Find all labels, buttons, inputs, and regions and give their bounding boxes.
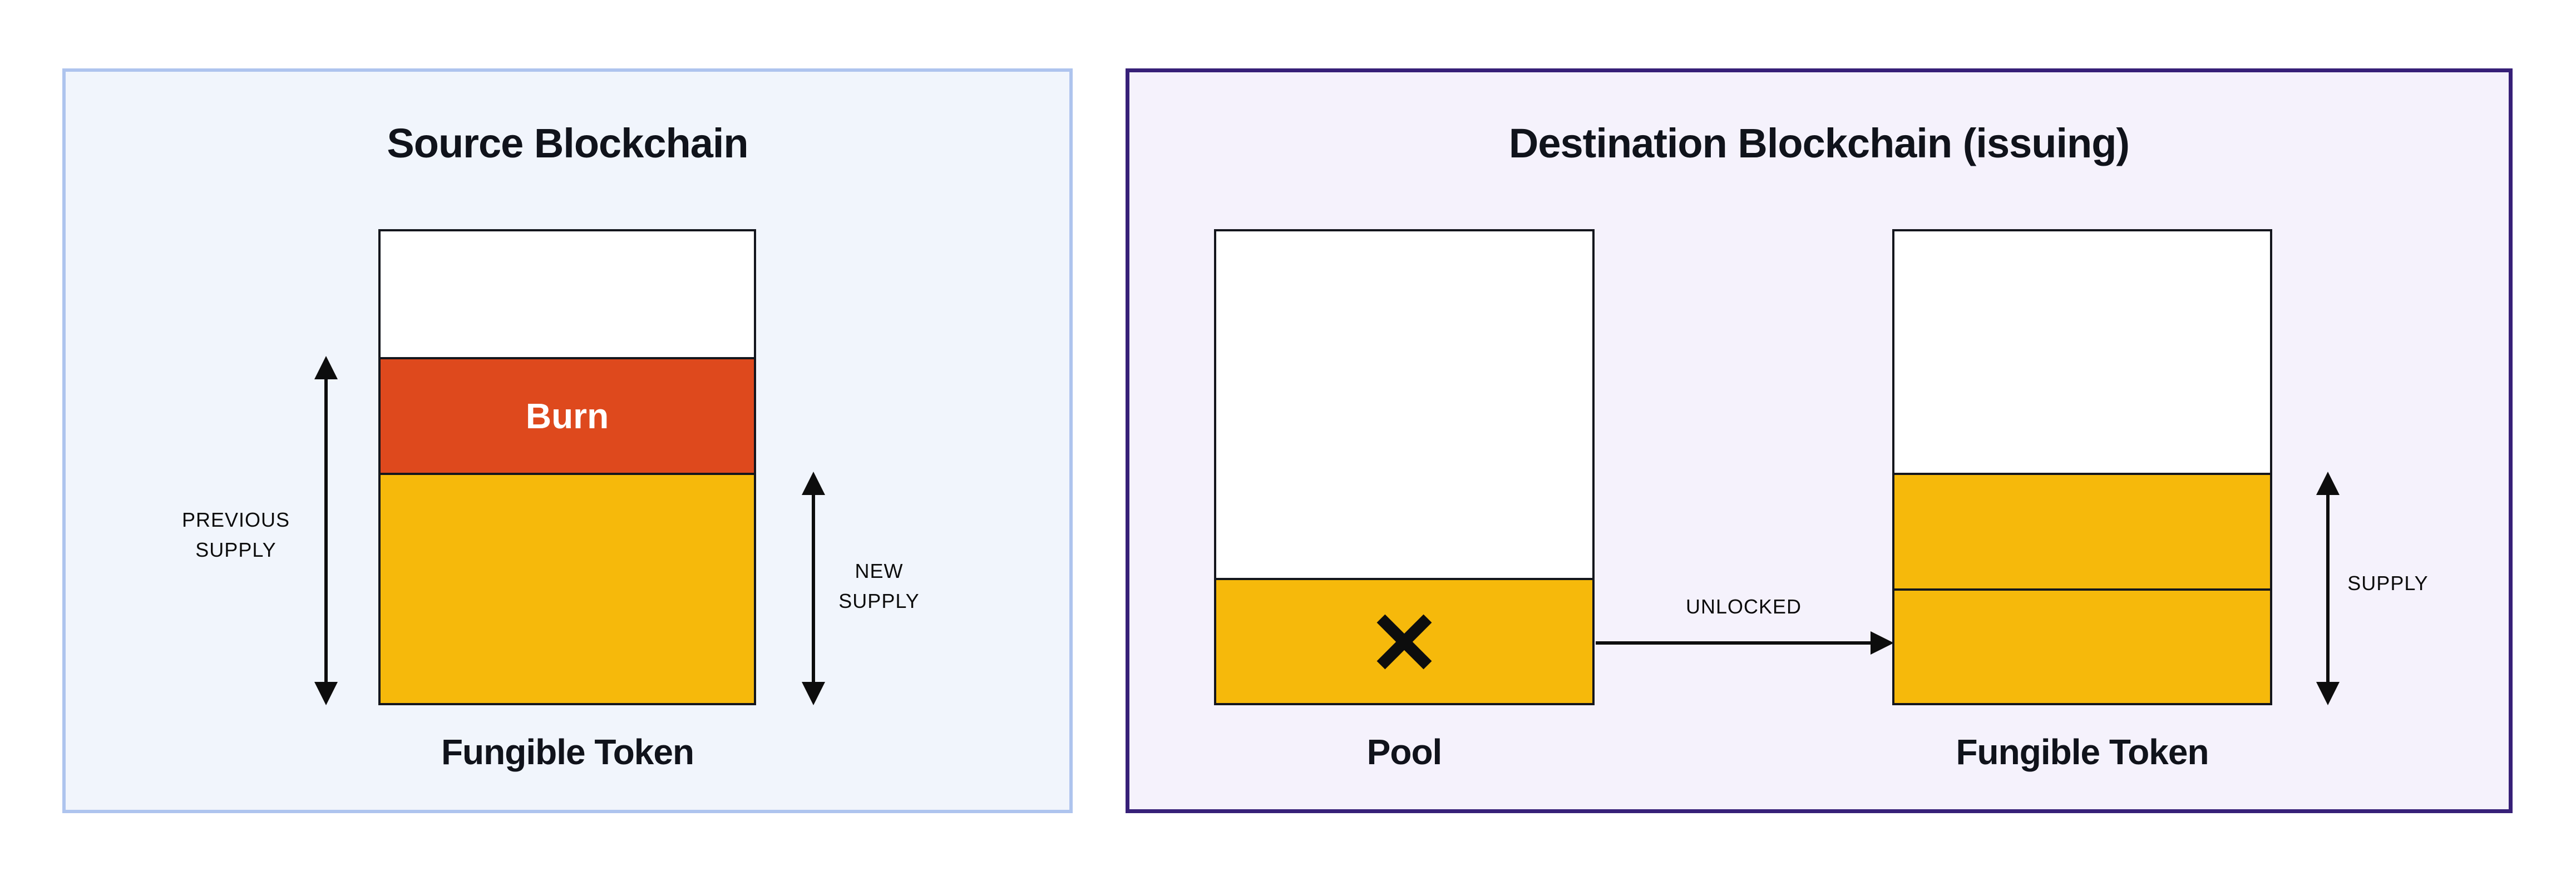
destination-bar-caption: Fungible Token [1956, 732, 2209, 772]
x-icon [1376, 614, 1432, 669]
burn-segment-label: Burn [525, 396, 609, 436]
new-supply-label: NEW SUPPLY [838, 560, 920, 612]
destination-token-bar [1892, 229, 2272, 705]
unlocked-transfer-arrow [1596, 631, 1894, 655]
source-bar-empty-segment [381, 231, 754, 357]
previous-supply-range-arrow [314, 356, 338, 705]
token-bar-unlocked-segment [1894, 473, 2270, 588]
token-bar-empty-segment [1894, 231, 2270, 473]
source-bar-burn-segment: Burn [381, 357, 754, 473]
source-token-bar: Burn [378, 229, 756, 705]
supply-range-arrow [2316, 472, 2340, 705]
pool-bar [1214, 229, 1595, 705]
source-bar-supply-segment [381, 473, 754, 703]
new-supply-range-arrow [802, 472, 825, 705]
pool-bar-empty-segment [1216, 231, 1592, 578]
token-bar-base-segment [1894, 588, 2270, 703]
pool-bar-locked-segment [1216, 578, 1592, 703]
source-panel-title: Source Blockchain [387, 120, 748, 166]
destination-panel-title: Destination Blockchain (issuing) [1508, 120, 2130, 166]
unlocked-label: UNLOCKED [1685, 595, 1802, 618]
supply-label: SUPPLY [2347, 572, 2429, 595]
source-bar-caption: Fungible Token [441, 732, 694, 772]
previous-supply-label: PREVIOUS SUPPLY [181, 508, 290, 561]
pool-caption: Pool [1366, 732, 1443, 772]
